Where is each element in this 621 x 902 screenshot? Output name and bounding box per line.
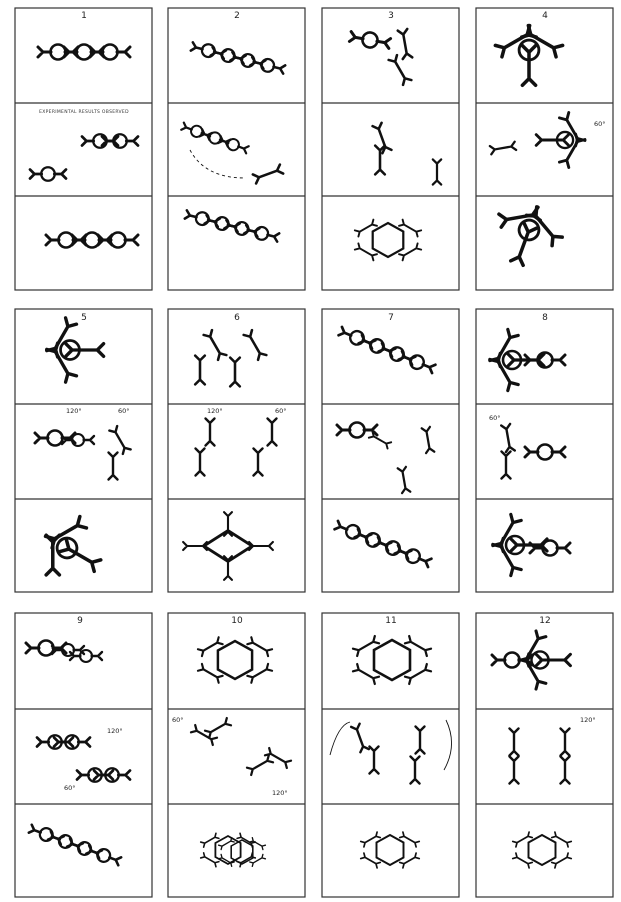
panel-number: 2 [234,11,240,21]
panel-8-result [493,514,570,575]
panel-12-frame [476,613,613,897]
angle-label: 120° [580,716,596,724]
panel-5-piece-a [35,431,94,447]
angle-label: 120° [107,727,123,735]
panel-9-result-chain [28,823,122,868]
panel-11-piece-b [411,727,425,784]
panel-12-piece-b [561,729,570,784]
panel-10-goal [198,637,272,682]
angle-label: 60° [118,407,130,415]
panel-4-result [485,196,569,275]
panel-number: 1 [81,11,87,21]
panel-8-piece-b [525,445,565,460]
panel-2-goal-chain [190,40,285,75]
panel-8-goal [490,329,565,390]
angle-label: 120° [272,789,288,797]
panel-5-piece-b [109,426,131,479]
angle-label: 120° [66,407,82,415]
panel-5-goal [47,318,104,382]
panel-6-piece-a [196,419,215,476]
panel-10-piece-b [247,748,291,775]
panel-6-goal [195,330,266,386]
panel-5-result [29,507,114,595]
panel-1-top-note: EXPERIMENTAL RESULTS OBSERVED [39,109,129,115]
panel-number: 12 [539,616,550,626]
panel-number: 7 [388,313,394,323]
panel-3-result [355,220,421,261]
panel-9-goal [26,641,102,663]
panel-1-result-chain [46,233,138,248]
panel-9-piece-a [37,735,90,749]
angle-label: 60° [275,407,287,415]
angle-label: 120° [207,407,223,415]
panel-7-result-chain [334,519,433,569]
panel-number: 6 [234,313,240,323]
panel-6-frame [168,309,305,592]
panel-4-goal [495,26,562,86]
panel-11-frame [322,613,459,897]
panel-11-piece-a [351,724,378,774]
panel-number: 3 [388,11,394,21]
angle-label: 60° [489,414,501,422]
panel-number: 4 [542,11,548,21]
angle-label: 60° [172,716,184,724]
panel-3-piece-b [433,159,441,184]
panel-1-piece-b [30,167,66,181]
panel-2-result-chain [184,208,279,243]
angle-label: 60° [594,120,606,128]
panel-6-piece-b [254,419,277,476]
panel-2-move-arrow [190,150,245,178]
panel-number: 10 [231,616,243,626]
panel-2-piece-b [253,165,283,184]
panel-7-piece-a [337,423,391,449]
panel-11-rotate-arrow [444,720,452,770]
panel-12-piece-a [510,729,519,784]
panel-12-goal [492,631,570,689]
panel-number: 8 [542,313,548,323]
angle-label: 60° [64,784,76,792]
panel-12-result [513,832,572,868]
panel-1-piece-a [82,134,138,148]
panel-8-piece-a [501,424,515,479]
panel-1-frame [15,8,152,290]
panel-9-piece-b [77,768,130,782]
panel-3-goal [349,29,412,85]
panel-10-piece-a [191,718,231,745]
panel-7-goal-chain [338,325,437,375]
panel-number: 5 [81,313,87,323]
panel-11-rotate-arrow [330,722,350,755]
panel-number: 9 [77,616,83,626]
panel-number: 11 [385,616,396,626]
panel-7-piece-b [422,427,435,453]
panel-10-result [201,833,266,867]
panel-3-piece-a [373,123,392,175]
panel-4-piece-a [490,142,516,155]
panel-11-goal [353,636,431,684]
panel-1-goal-chain [38,45,130,60]
panel-2-piece-a [181,121,250,155]
panel-4-piece-b [536,112,585,167]
panel-7-piece-c [398,467,411,493]
panel-11-result [361,832,420,868]
panel-10-frame [168,613,305,897]
panel-6-result [183,512,273,580]
